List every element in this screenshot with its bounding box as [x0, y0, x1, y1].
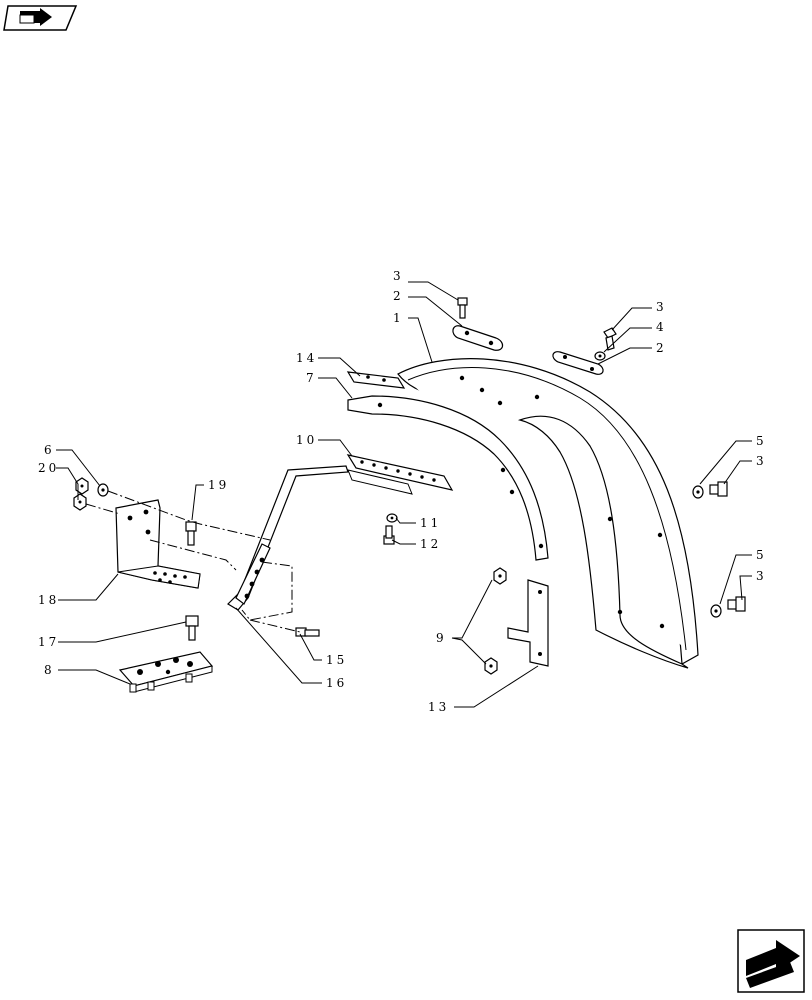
- callout-11: 11: [420, 516, 441, 530]
- link-plate-right: [552, 351, 604, 375]
- callout-8: 8: [44, 663, 55, 677]
- assembly-lines: [85, 490, 301, 633]
- callout-3-top: 3: [393, 269, 404, 283]
- mounting-bracket-18: [115, 499, 201, 589]
- next-arrow-icon[interactable]: [737, 929, 805, 993]
- l-bracket-13: [507, 579, 549, 667]
- plate-14: [346, 371, 406, 389]
- callout-3-right-low: 3: [756, 569, 767, 583]
- bolt-17: [185, 615, 199, 641]
- callout-5-mid: 5: [756, 434, 767, 448]
- bolt-3-right-low: [727, 596, 746, 612]
- callout-9: 9: [436, 631, 447, 645]
- callout-5-low: 5: [756, 548, 767, 562]
- bolt-19: [185, 521, 197, 546]
- callout-1: 1: [393, 311, 404, 325]
- nut-9-upper: [493, 567, 507, 585]
- callout-20: 20: [38, 461, 59, 475]
- callout-2-right: 2: [656, 341, 667, 355]
- bolt-3-top: [457, 297, 468, 319]
- nut-20-upper: [75, 477, 89, 495]
- nut-9-lower: [484, 657, 498, 675]
- washer-11: [386, 513, 398, 523]
- callout-2-upper: 2: [393, 289, 404, 303]
- callout-10: 10: [296, 433, 317, 447]
- washer-4: [594, 351, 606, 361]
- callout-labels: 1 2 2 3 3 3 3 4 5 5 6 7 8 9 10 11 12 13 …: [38, 269, 767, 714]
- leader-lines: [56, 281, 752, 708]
- perforated-strip-10: [346, 454, 454, 495]
- callout-3-right-upper: 3: [656, 300, 667, 314]
- link-plate-upper: [452, 325, 504, 351]
- callout-14: 14: [296, 351, 317, 365]
- callout-16: 16: [326, 676, 347, 690]
- bolt-12: [383, 525, 395, 545]
- callout-19: 19: [208, 478, 229, 492]
- fender-inner-strip: [347, 395, 549, 561]
- callout-12: 12: [420, 537, 441, 551]
- callout-4: 4: [656, 320, 667, 334]
- back-arrow-icon[interactable]: [3, 5, 78, 31]
- base-plate-8: [118, 651, 214, 693]
- callout-17: 17: [38, 635, 59, 649]
- callout-13: 13: [428, 700, 449, 714]
- washer-5-low: [710, 604, 722, 618]
- callout-3-right-mid: 3: [756, 454, 767, 468]
- washer-5-mid: [692, 485, 704, 499]
- callout-6: 6: [44, 443, 55, 457]
- bracket-arm-16: [227, 465, 349, 611]
- bolt-3-right-upper: [603, 327, 617, 351]
- bolt-3-right-mid: [709, 481, 728, 497]
- callout-7: 7: [306, 371, 317, 385]
- callout-18: 18: [38, 593, 59, 607]
- nut-20-lower: [73, 493, 87, 511]
- callout-15: 15: [326, 653, 347, 667]
- washer-6: [97, 483, 109, 497]
